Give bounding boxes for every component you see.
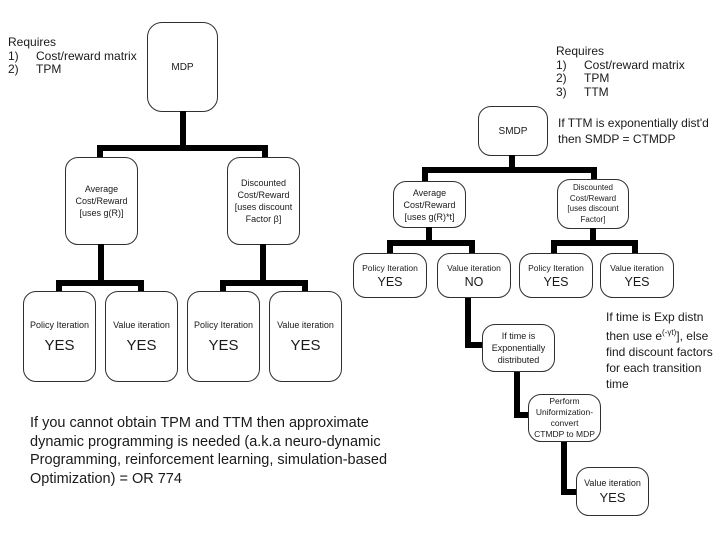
connector-line [97,145,268,151]
average-cost-reward-box-left: Average Cost/Reward [uses g(R)] [65,157,138,245]
connector-line [387,240,475,246]
note-item: 1)Cost/reward matrix [556,57,685,72]
connector-line [180,111,186,148]
connector-line [514,372,520,418]
answer-label: YES [126,336,157,354]
smdp-label: SMDP [498,125,528,137]
connector-line [220,280,308,286]
uniformization-box: Perform Uniformization- convert CTMDP to… [528,394,601,442]
value-iteration-box: Value iteration YES [269,291,342,382]
connector-line [387,240,393,256]
connector-line [514,412,529,418]
connector-line [260,244,266,284]
connector-line [465,298,471,348]
answer-label: YES [208,336,239,354]
answer-label: NO [464,274,484,289]
discounted-cost-reward-box-left: Discounted Cost/Reward [uses discount Fa… [227,157,300,245]
policy-iteration-box: Policy Iteration YES [519,253,593,298]
answer-label: YES [599,490,626,505]
footer-note: If you cannot obtain TPM and TTM then ap… [30,415,388,487]
answer-label: YES [377,274,403,289]
answer-label: YES [44,336,75,354]
connector-line [551,240,557,256]
answer-label: YES [543,274,569,289]
connector-line [422,167,428,187]
note-item: 2)TPM [556,71,610,85]
note-title: Requires [556,44,605,58]
connector-line [97,145,103,167]
policy-iteration-box: Policy Iteration YES [23,291,96,382]
value-iteration-box: Value iteration YES [600,253,674,298]
connector-line [138,280,144,297]
connector-line [561,489,578,495]
connector-line [590,228,596,244]
connector-line [56,280,144,286]
connector-line [561,442,567,495]
final-value-iteration-box: Value iteration YES [576,467,649,516]
note-title: Requires [8,35,57,49]
connector-line [426,227,432,244]
answer-label: YES [290,336,321,354]
policy-iteration-box: Policy Iteration YES [187,291,260,382]
mdp-box: MDP [147,22,218,112]
requires-note-right: Requires 1)Cost/reward matrix 2)TPM 3)TT… [556,44,685,99]
connector-line [302,280,308,297]
value-iteration-box: Value iteration YES [105,291,178,382]
smdp-box: SMDP [478,106,548,156]
policy-iteration-box: Policy Iteration YES [353,253,427,298]
answer-label: YES [624,274,650,289]
mdp-label: MDP [171,61,194,73]
exponentially-distributed-box: If time is Exponentially distributed [482,324,555,372]
discounted-cost-reward-box-right: Discounted Cost/Reward [uses discount Fa… [557,179,629,229]
note-item: 2)TPM [8,62,62,76]
connector-line [591,167,597,187]
requires-note-left: Requires 1)Cost/reward matrix 2)TPM [8,35,137,77]
smdp-ctmdp-note: If TTM is exponentially dist'd then SMDP… [558,116,709,146]
note-item: 1)Cost/reward matrix [8,48,137,63]
average-cost-reward-box-right: Average Cost/Reward [uses g(R)*t] [393,181,466,228]
connector-line [98,244,104,284]
connector-line [220,280,226,297]
connector-line [469,240,475,256]
connector-line [551,240,638,246]
connector-line [56,280,62,297]
connector-line [422,167,597,173]
connector-line [262,145,268,167]
exp-discount-note: If time is Exp distn then use e(-γt)], e… [606,310,713,391]
note-item: 3)TTM [556,84,609,99]
exponent-text: (-γt) [662,328,677,337]
value-iteration-box: Value iteration NO [437,253,511,298]
connector-line [632,240,638,256]
connector-line [465,342,483,348]
connector-line [509,155,515,173]
